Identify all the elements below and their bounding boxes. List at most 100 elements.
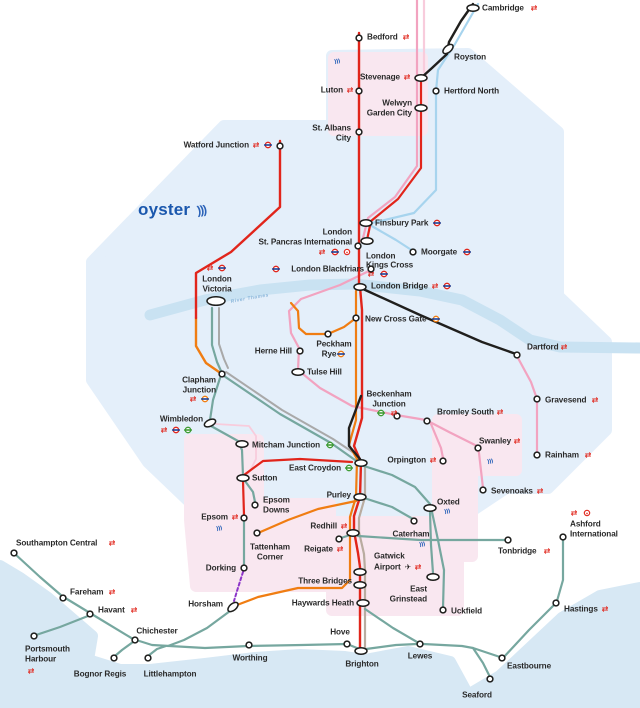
station-marker[interactable] (474, 444, 482, 452)
station-marker[interactable] (441, 43, 454, 56)
station-marker[interactable] (235, 439, 249, 449)
station-marker[interactable] (245, 641, 253, 649)
station-marker[interactable] (439, 606, 447, 614)
station-marker[interactable] (355, 87, 363, 95)
station-marker[interactable] (552, 599, 560, 607)
station-bromley-south[interactable]: Bromley South⇄ (423, 408, 504, 425)
station-three-bridges[interactable]: Three Bridges (298, 577, 367, 590)
station-marker[interactable] (439, 457, 447, 465)
station-havant[interactable]: Havant⇄ (86, 606, 138, 618)
station-marker[interactable] (236, 473, 250, 483)
station-marker[interactable] (423, 503, 437, 513)
station-marker[interactable] (414, 73, 428, 83)
station-uckfield[interactable]: Uckfield (439, 606, 482, 616)
station-chichester[interactable]: Chichester (131, 627, 179, 644)
station-marker[interactable] (346, 528, 360, 538)
station-marker[interactable] (367, 265, 375, 273)
station-london-bridge[interactable]: London Bridge⇄ (353, 282, 451, 292)
station-caterham[interactable]: Caterham (393, 517, 430, 539)
station-gravesend[interactable]: Gravesend⇄ (533, 395, 599, 405)
station-oxted[interactable]: Oxted (423, 498, 460, 513)
station-haywards-heath[interactable]: Haywards Heath (292, 598, 370, 608)
station-sutton[interactable]: Sutton (236, 473, 278, 483)
station-marker[interactable] (144, 654, 152, 662)
station-marker[interactable] (276, 142, 284, 150)
station-brighton[interactable]: Brighton (345, 646, 379, 669)
station-marker[interactable] (409, 248, 417, 256)
station-marker[interactable] (410, 517, 418, 525)
station-marker[interactable] (498, 654, 506, 662)
station-marker[interactable] (203, 417, 217, 428)
station-watford-junction[interactable]: Watford Junction⇄ (184, 141, 284, 150)
station-redhill[interactable]: Redhill⇄ (310, 522, 360, 538)
station-seaford[interactable]: Seaford (462, 675, 494, 700)
station-orpington[interactable]: Orpington⇄ (387, 456, 447, 465)
station-tonbridge[interactable]: Tonbridge⇄ (498, 536, 551, 556)
station-marker[interactable] (352, 314, 360, 322)
station-marker[interactable] (353, 282, 367, 292)
station-marker[interactable] (533, 395, 541, 403)
station-marker[interactable] (416, 640, 424, 648)
station-marker[interactable] (59, 594, 67, 602)
station-rainham[interactable]: Rainham⇄ (533, 451, 592, 460)
station-new-cross-gate[interactable]: New Cross Gate (352, 314, 440, 324)
station-marker[interactable] (30, 632, 38, 640)
station-hertford-north[interactable]: Hertford North (432, 87, 499, 96)
station-lewes[interactable]: Lewes (408, 640, 433, 661)
station-worthing[interactable]: Worthing (233, 641, 268, 663)
station-marker[interactable] (253, 529, 261, 537)
station-marker[interactable] (353, 567, 367, 577)
station-marker[interactable] (355, 128, 363, 136)
station-stevenage[interactable]: Stevenage⇄ (360, 73, 428, 83)
station-marker[interactable] (240, 564, 248, 572)
station-marker[interactable] (335, 535, 343, 543)
station-marker[interactable] (206, 295, 226, 307)
station-marker[interactable] (218, 370, 226, 378)
station-sevenoaks[interactable]: Sevenoaks⇄ (479, 486, 544, 496)
station-cambridge[interactable]: Cambridge⇄ (466, 3, 538, 13)
station-marker[interactable] (110, 654, 118, 662)
station-mitcham-junction[interactable]: Mitcham Junction (235, 439, 334, 450)
station-marker[interactable] (513, 351, 521, 359)
station-marker[interactable] (533, 451, 541, 459)
station-hove[interactable]: Hove (330, 628, 351, 648)
station-luton[interactable]: Luton⇄ (321, 86, 363, 95)
station-wimbledon[interactable]: Wimbledon⇄ (160, 415, 217, 435)
station-hastings[interactable]: Hastings⇄ (552, 599, 609, 614)
station-marker[interactable] (359, 218, 373, 228)
station-marker[interactable] (414, 103, 428, 113)
station-marker[interactable] (504, 536, 512, 544)
station-marker[interactable] (356, 598, 370, 608)
station-horsham[interactable]: Horsham (188, 600, 240, 614)
station-dorking[interactable]: Dorking (206, 564, 248, 573)
station-bedford[interactable]: Bedford⇄ (355, 33, 410, 42)
station-bognor-regis[interactable]: Bognor Regis (74, 654, 127, 679)
station-marker[interactable] (324, 330, 332, 338)
station-marker[interactable] (131, 636, 139, 644)
station-marker[interactable] (10, 549, 18, 557)
station-marker[interactable] (354, 458, 368, 468)
station-marker[interactable] (486, 675, 494, 683)
station-marker[interactable] (423, 417, 431, 425)
station-epsom[interactable]: Epsom⇄ (201, 513, 248, 522)
station-marker[interactable] (354, 646, 368, 656)
station-marker[interactable] (353, 580, 367, 590)
station-swanley[interactable]: Swanley⇄ (474, 437, 521, 452)
station-marker[interactable] (466, 3, 480, 13)
station-finsbury-park[interactable]: Finsbury Park (359, 218, 441, 228)
station-marker[interactable] (291, 367, 305, 377)
station-moorgate[interactable]: Moorgate (409, 248, 471, 257)
station-eastbourne[interactable]: Eastbourne (498, 654, 552, 671)
station-east-croydon[interactable]: East Croydon (289, 458, 368, 473)
station-dartford[interactable]: Dartford⇄ (513, 343, 568, 359)
station-purley[interactable]: Purley (327, 491, 367, 502)
